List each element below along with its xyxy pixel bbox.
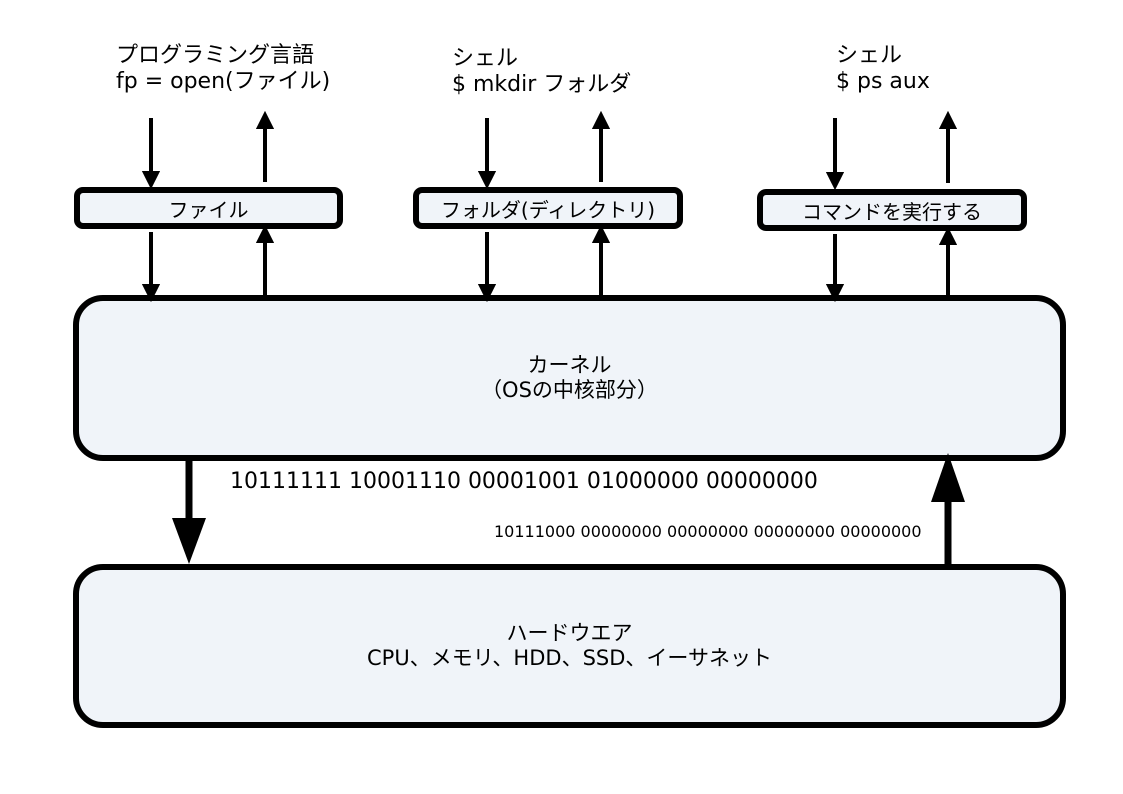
caption-shell-ps-command: $ ps aux xyxy=(836,69,930,94)
command-box-label: コマンドを実行する xyxy=(802,199,982,224)
caption-shell-ps-title: シェル xyxy=(836,43,903,68)
file-box: ファイル xyxy=(74,187,343,229)
caption-shell-ps: シェル $ ps aux xyxy=(836,43,930,95)
hardware-components: CPU、メモリ、HDD、SSD、イーサネット xyxy=(367,646,772,670)
command-box: コマンドを実行する xyxy=(757,189,1027,231)
caption-programming-code: fp = open(ファイル) xyxy=(116,69,331,94)
binary-up-label: 10111000 00000000 00000000 00000000 0000… xyxy=(494,522,922,541)
caption-programming-title: プログラミング言語 xyxy=(116,43,315,68)
hardware-title: ハードウエア xyxy=(506,621,633,645)
arrow-kernel-to-hardware-head xyxy=(172,518,206,564)
file-box-label: ファイル xyxy=(168,197,249,222)
kernel-title: カーネル xyxy=(527,353,612,377)
folder-box: フォルダ(ディレクトリ) xyxy=(413,187,683,229)
caption-shell-mkdir-command: $ mkdir フォルダ xyxy=(452,72,632,97)
caption-shell-mkdir: シェル $ mkdir フォルダ xyxy=(452,46,631,98)
folder-box-label: フォルダ(ディレクトリ) xyxy=(440,197,656,222)
caption-shell-mkdir-title: シェル xyxy=(452,46,519,71)
hardware-box: ハードウエア CPU、メモリ、HDD、SSD、イーサネット xyxy=(73,564,1066,728)
kernel-subtitle: （OSの中核部分） xyxy=(481,378,658,402)
arrow-hardware-to-kernel-head xyxy=(931,453,965,502)
binary-down-label: 10111111 10001110 00001001 01000000 0000… xyxy=(230,469,818,494)
caption-programming-language: プログラミング言語 fp = open(ファイル) xyxy=(116,43,330,95)
kernel-box: カーネル （OSの中核部分） xyxy=(73,295,1066,461)
